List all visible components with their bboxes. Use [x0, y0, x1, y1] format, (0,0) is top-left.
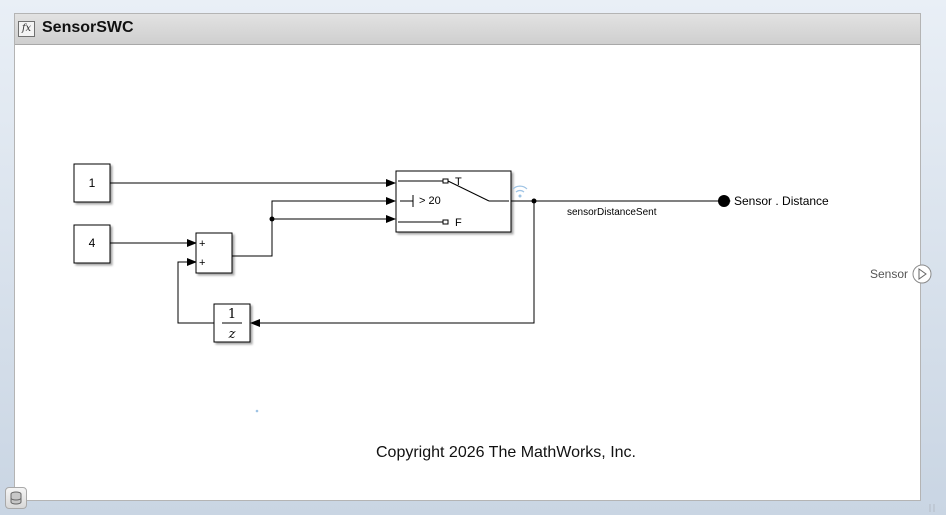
- sum-block[interactable]: + +: [195, 232, 233, 274]
- line-sum-to-switch-false[interactable]: [232, 215, 396, 257]
- copyright-text: Copyright 2026 The MathWorks, Inc.: [376, 444, 636, 461]
- fx-function-icon: fx: [18, 21, 35, 37]
- wireless-signal-icon: [512, 185, 528, 198]
- switch-true-label: T: [455, 176, 462, 188]
- send-port-block[interactable]: [718, 195, 730, 207]
- line-delay-to-sum[interactable]: [177, 258, 214, 324]
- send-port-label: Sensor . Distance: [734, 194, 829, 208]
- window-title: SensorSWC: [42, 19, 134, 36]
- model-browser-button[interactable]: [5, 487, 27, 509]
- delay-numerator: 1: [228, 307, 236, 322]
- sum-input2-sign: +: [199, 257, 205, 269]
- model-browser-icon: [10, 491, 22, 505]
- constant-1-value: 1: [89, 176, 96, 190]
- line-feedback-to-delay[interactable]: [250, 201, 535, 327]
- signal-label-distance[interactable]: sensorDistanceSent: [567, 207, 657, 218]
- constant-block-1[interactable]: 1: [73, 163, 111, 203]
- switch-false-label: F: [455, 217, 462, 229]
- switch-block[interactable]: T > 20 F: [395, 170, 512, 233]
- delay-denominator: z: [228, 327, 236, 342]
- constant-4-value: 4: [89, 236, 96, 250]
- branch-point: [269, 216, 275, 222]
- resize-grip-icon[interactable]: [928, 503, 938, 513]
- switch-internals: [398, 178, 509, 225]
- unit-delay-block[interactable]: 1 z: [213, 303, 251, 343]
- line-sum-to-switch-cond[interactable]: [271, 197, 396, 219]
- annotation-dot: [255, 409, 259, 413]
- signal-lines: [110, 179, 731, 327]
- title-bar: fx SensorSWC: [15, 14, 920, 45]
- switch-condition-label: > 20: [419, 195, 441, 207]
- branch-point: [531, 198, 537, 204]
- output-port-label: Sensor: [870, 267, 908, 281]
- diagram-window: fx SensorSWC: [14, 13, 921, 501]
- constant-block-4[interactable]: 4: [73, 224, 111, 264]
- sum-input1-sign: +: [199, 238, 205, 250]
- output-port-icon[interactable]: [912, 264, 932, 284]
